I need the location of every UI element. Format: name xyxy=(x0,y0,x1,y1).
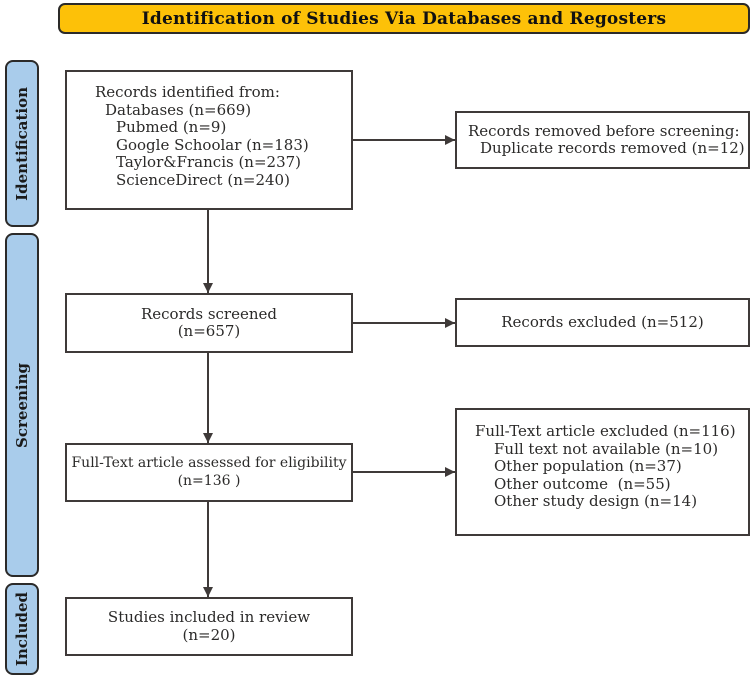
records-identified-line: Databases (n=669) xyxy=(105,100,252,119)
records-removed-line: Records removed before screening: xyxy=(468,121,740,140)
stage-included-label: Included xyxy=(13,591,31,667)
records-identified-line: ScienceDirect (n=240) xyxy=(116,170,290,189)
fulltext-excluded-line: Other study design (n=14) xyxy=(494,492,698,510)
arrow-right-screened-to-excluded xyxy=(353,322,455,324)
records-screened-box: Records screened (n=657) xyxy=(65,293,353,353)
records-identified-box: Records identified from: Databases (n=66… xyxy=(65,70,353,210)
fulltext-excluded-line: Other outcome (n=55) xyxy=(494,474,671,493)
studies-included-count: (n=20) xyxy=(182,625,236,644)
fulltext-excluded-line: Full text not available (n=10) xyxy=(494,439,719,458)
records-identified-line: Taylor&Francis (n=237) xyxy=(116,153,302,171)
records-identified-line: Pubmed (n=9) xyxy=(116,118,227,136)
fulltext-excluded-line: Other population (n=37) xyxy=(494,457,682,475)
arrow-down-identified-to-screened xyxy=(207,210,209,293)
stage-included: Included xyxy=(5,583,39,675)
diagram-title: Identification of Studies Via Databases … xyxy=(58,3,750,34)
arrow-down-fulltext-to-included xyxy=(207,502,209,597)
records-identified-line: Google Schoolar (n=183) xyxy=(116,135,309,154)
records-identified-line: Records identified from: xyxy=(95,83,280,101)
records-screened-count: (n=657) xyxy=(177,322,241,340)
fulltext-assessed-box: Full-Text article assessed for eligibili… xyxy=(65,443,353,502)
fulltext-assessed-line: Full-Text article assessed for eligibili… xyxy=(71,455,347,471)
diagram-title-text: Identification of Studies Via Databases … xyxy=(141,8,667,29)
records-excluded-box: Records excluded (n=512) xyxy=(455,298,750,347)
fulltext-assessed-count: (n=136 ) xyxy=(177,472,241,489)
arrow-right-identified-to-removed xyxy=(353,139,455,141)
arrow-down-screened-to-fulltext xyxy=(207,353,209,443)
stage-screening-label: Screening xyxy=(13,362,31,448)
arrow-right-fulltext-to-excluded xyxy=(353,471,455,473)
records-removed-box: Records removed before screening: Duplic… xyxy=(455,111,750,169)
records-removed-line: Duplicate records removed (n=12) xyxy=(480,139,745,157)
records-excluded-line: Records excluded (n=512) xyxy=(501,312,704,331)
stage-identification-label: Identification xyxy=(13,86,31,201)
studies-included-box: Studies included in review (n=20) xyxy=(65,597,353,656)
fulltext-excluded-box: Full-Text article excluded (n=116) Full … xyxy=(455,408,750,536)
stage-identification: Identification xyxy=(5,60,39,227)
stage-screening: Screening xyxy=(5,233,39,577)
records-screened-line: Records screened xyxy=(140,304,277,323)
studies-included-line: Studies included in review xyxy=(107,608,311,626)
fulltext-excluded-line: Full-Text article excluded (n=116) xyxy=(475,422,736,440)
